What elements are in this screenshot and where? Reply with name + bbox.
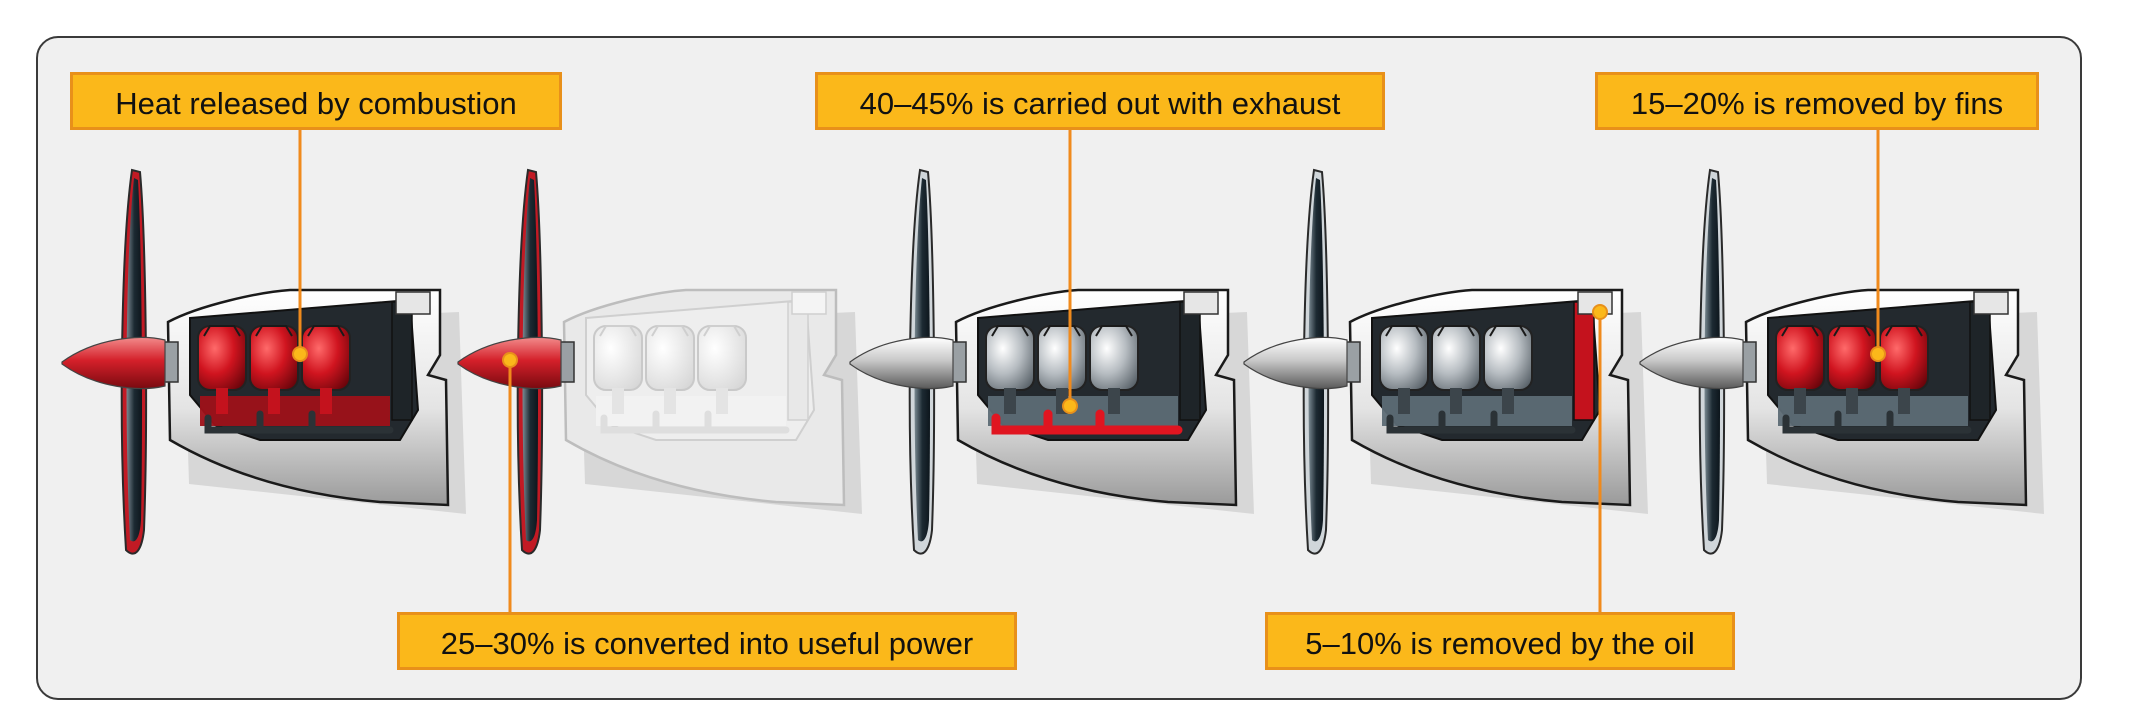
- label-exhaust: 40–45% is carried out with exhaust: [815, 72, 1385, 130]
- oil-sump: [1969, 301, 1991, 421]
- leader-fins-dot: [1870, 346, 1886, 362]
- oil-sump: [787, 301, 809, 421]
- crankcase: [988, 396, 1178, 426]
- spinner-cone: [849, 336, 954, 390]
- label-heat-released: Heat released by combustion: [70, 72, 562, 130]
- exhaust-pipes: [204, 410, 394, 434]
- cylinder-fin-1: [203, 325, 241, 337]
- intake-runner-3: [1502, 388, 1514, 414]
- exhaust-pipes: [991, 409, 1183, 435]
- crankcase: [1382, 396, 1572, 426]
- oil-sump: [1573, 301, 1595, 421]
- engine-stage-useful-power: [457, 168, 862, 555]
- spinner-cone: [1243, 336, 1348, 390]
- cylinder-fin-1: [1385, 325, 1423, 337]
- crankcase: [596, 396, 786, 426]
- cylinder-fin-3: [703, 325, 741, 337]
- leader-exhaust-dot: [1062, 398, 1078, 414]
- exhaust-pipes: [1386, 410, 1576, 434]
- cylinder-fin-3: [307, 325, 345, 337]
- accessory-case: [1183, 291, 1219, 315]
- engine-stages: [61, 168, 2044, 555]
- engine-stage-heat-released: [61, 168, 466, 555]
- engine-stage-fins: [1639, 168, 2044, 555]
- leader-oil-dot: [1592, 304, 1608, 320]
- crankcase: [1778, 396, 1968, 426]
- cylinder-fin-1: [1781, 325, 1819, 337]
- engine-stage-exhaust: [849, 168, 1254, 555]
- intake-runner-1: [1398, 388, 1410, 414]
- label-fins: 15–20% is removed by fins: [1595, 72, 2039, 130]
- label-useful-power: 25–30% is converted into useful power: [397, 612, 1017, 670]
- cylinder-fin-3: [1095, 325, 1133, 337]
- cylinder-fin-2: [1043, 325, 1081, 337]
- cylinder-fin-2: [255, 325, 293, 337]
- intake-runner-3: [320, 388, 332, 414]
- oil-sump: [391, 301, 413, 421]
- exhaust-pipes: [1782, 410, 1972, 434]
- cylinder-fin-2: [1833, 325, 1871, 337]
- accessory-case: [1973, 291, 2009, 315]
- intake-runner-3: [1108, 388, 1120, 414]
- intake-runner-2: [1846, 388, 1858, 414]
- intake-runner-1: [612, 388, 624, 414]
- oil-sump: [1179, 301, 1201, 421]
- leader-heat-released-dot: [292, 346, 308, 362]
- crankcase: [200, 396, 390, 426]
- intake-runner-3: [716, 388, 728, 414]
- cylinder-fin-2: [651, 325, 689, 337]
- cylinder-fin-1: [991, 325, 1029, 337]
- intake-runner-1: [1794, 388, 1806, 414]
- cylinder-fin-3: [1489, 325, 1527, 337]
- engine-stage-oil: [1243, 168, 1648, 555]
- leader-lines: [292, 130, 1886, 612]
- intake-runner-2: [1450, 388, 1462, 414]
- accessory-case: [395, 291, 431, 315]
- intake-runner-1: [216, 388, 228, 414]
- intake-runner-1: [1004, 388, 1016, 414]
- cylinder-fin-1: [599, 325, 637, 337]
- spinner-cone: [61, 336, 166, 390]
- intake-runner-3: [1898, 388, 1910, 414]
- accessory-case: [791, 291, 827, 315]
- intake-runner-2: [268, 388, 280, 414]
- cylinder-fin-2: [1437, 325, 1475, 337]
- spinner-cone: [1639, 336, 1744, 390]
- cylinder-fin-3: [1885, 325, 1923, 337]
- intake-runner-2: [664, 388, 676, 414]
- leader-useful-power-dot: [502, 352, 518, 368]
- label-oil: 5–10% is removed by the oil: [1265, 612, 1735, 670]
- exhaust-pipes: [600, 410, 790, 434]
